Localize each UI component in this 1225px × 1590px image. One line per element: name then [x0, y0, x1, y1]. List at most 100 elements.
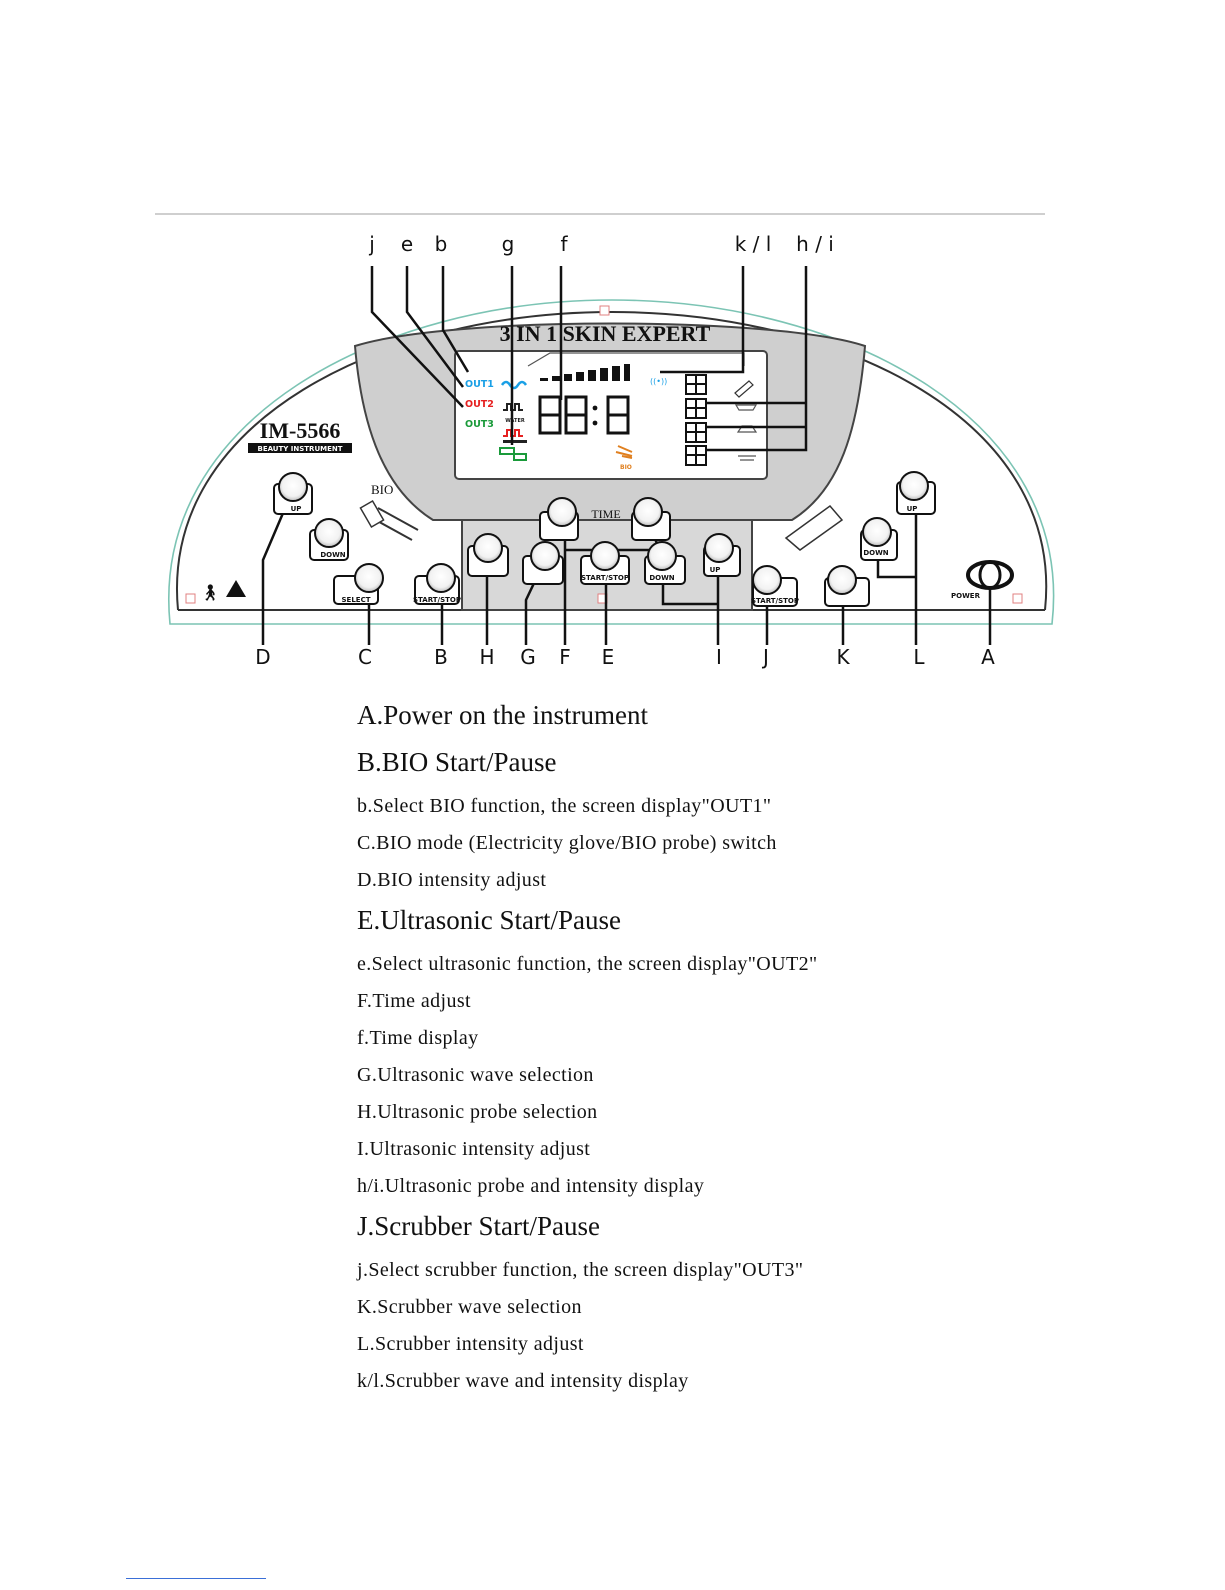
bio-probe-handle: [359, 499, 385, 529]
ultrasonic-up-button[interactable]: UP: [703, 533, 741, 577]
flat-probe-icon: [734, 404, 758, 411]
callout-E: E: [602, 645, 615, 669]
time-label: TIME: [591, 507, 620, 521]
warning-icon: [226, 580, 246, 597]
svg-text:UP: UP: [291, 505, 302, 513]
description-item: K.Scrubber wave selection: [357, 1296, 582, 1318]
callout-k-l: k / l: [735, 232, 772, 256]
power-button[interactable]: [966, 560, 1014, 590]
callout-b: b: [435, 232, 448, 256]
svg-text:UP: UP: [907, 505, 918, 513]
sound-icon: ((•)): [650, 377, 667, 386]
callout-H: H: [479, 645, 494, 669]
callout-g: g: [502, 232, 515, 256]
lcd-mode-bar: [503, 440, 527, 443]
description-item: G.Ultrasonic wave selection: [357, 1064, 594, 1086]
scrubber-wave-button[interactable]: [824, 565, 870, 607]
bio-select-button[interactable]: SELECT: [333, 563, 384, 605]
description-item: e.Select ultrasonic function, the screen…: [357, 953, 818, 975]
corner-marker: [599, 305, 610, 316]
lcd-water-label: WATER: [505, 418, 525, 424]
description-item: E.Ultrasonic Start/Pause: [357, 905, 621, 935]
lcd-time-value: 88:88: [595, 441, 598, 443]
lcd-segment-column: [685, 374, 707, 466]
ultrasonic-start-stop-button[interactable]: START/STOP: [580, 541, 630, 585]
colon-dot: [592, 405, 598, 411]
colon-dot: [592, 420, 598, 426]
corner-marker: [1012, 593, 1023, 604]
bio-label: BIO: [371, 482, 393, 497]
svg-text:START/STOP: START/STOP: [413, 596, 461, 604]
callout-A: A: [981, 645, 995, 669]
description-item: I.Ultrasonic intensity adjust: [357, 1138, 591, 1160]
description-item: B.BIO Start/Pause: [357, 747, 557, 777]
buttons: UP DOWN SELECT START/STOP: [273, 471, 936, 607]
callout-h-i: h / i: [796, 232, 834, 256]
description-item: C.BIO mode (Electricity glove/BIO probe)…: [357, 832, 777, 854]
lcd-bio-label: BIO: [620, 464, 632, 471]
lcd-out1-label: OUT1: [465, 379, 494, 390]
description-item: j.Select scrubber function, the screen d…: [357, 1259, 804, 1281]
bio-up-button[interactable]: UP: [273, 472, 313, 515]
model-name: IM-5566: [260, 418, 341, 443]
scrubber-up-button[interactable]: UP: [896, 471, 936, 515]
description-item: H.Ultrasonic probe selection: [357, 1101, 598, 1123]
scrubber-probe-icon: [734, 380, 754, 398]
description-item: J.Scrubber Start/Pause: [357, 1211, 600, 1241]
wave-icon: [500, 380, 528, 390]
svg-text:DOWN: DOWN: [863, 549, 888, 557]
ultrasonic-probe-button[interactable]: [467, 533, 509, 577]
description-item: L.Scrubber intensity adjust: [357, 1333, 584, 1355]
callout-C: C: [358, 645, 372, 669]
callout-B: B: [434, 645, 448, 669]
svg-text:SELECT: SELECT: [342, 596, 371, 604]
model-badge: [248, 443, 352, 453]
power-label: POWER: [951, 592, 981, 600]
svg-text:DOWN: DOWN: [320, 551, 345, 559]
callout-I: I: [716, 645, 722, 669]
description-item: A.Power on the instrument: [357, 700, 648, 730]
bio-hand-icon: [615, 445, 633, 459]
ultrasonic-wave-button[interactable]: [522, 541, 564, 585]
scrubber-down-button[interactable]: DOWN: [860, 517, 898, 561]
footer-rule: [126, 1578, 266, 1579]
description-item: b.Select BIO function, the screen displa…: [357, 795, 772, 817]
scrubber-handpiece-icon: [784, 504, 844, 551]
callout-F: F: [559, 645, 571, 669]
intensity-bars: [540, 364, 630, 381]
ultrasonic-down-button[interactable]: DOWN: [644, 541, 686, 585]
time-down-button[interactable]: [539, 497, 579, 541]
svg-text:DOWN: DOWN: [649, 574, 674, 582]
description-item: D.BIO intensity adjust: [357, 869, 547, 891]
callout-e: e: [401, 232, 413, 256]
callout-G: G: [520, 645, 536, 669]
callout-K: K: [836, 645, 850, 669]
description-item: F.Time adjust: [357, 990, 471, 1012]
callouts-bottom: D C B H G F E I J K L A: [255, 645, 995, 669]
person-icon: 🚶︎: [200, 583, 220, 602]
panel-title: 3 IN 1 SKIN EXPERT: [500, 321, 711, 346]
lcd-out3-label: OUT3: [465, 419, 494, 430]
panel-inner-edge: [175, 310, 1048, 611]
corner-marker: [185, 593, 196, 604]
description-item: h/i.Ultrasonic probe and intensity displ…: [357, 1175, 705, 1197]
callout-D: D: [255, 645, 270, 669]
scrubber-start-stop-button[interactable]: START/STOP: [751, 565, 799, 607]
bio-down-button[interactable]: DOWN: [309, 518, 349, 561]
model-subtitle: BEAUTY INSTRUMENT: [257, 445, 342, 453]
lcd-out2-label: OUT2: [465, 399, 494, 410]
bio-start-stop-button[interactable]: START/STOP: [413, 563, 461, 605]
lcd-time-display: [538, 395, 630, 435]
callouts-top: j e b g f k / l h / i: [368, 232, 834, 256]
svg-text:START/STOP: START/STOP: [751, 597, 799, 605]
callout-L: L: [913, 645, 925, 669]
svg-text:UP: UP: [710, 566, 721, 574]
callout-J: J: [761, 645, 769, 669]
callout-j: j: [368, 232, 375, 256]
pattern-icon: [499, 447, 527, 461]
callout-f: f: [560, 232, 568, 256]
time-up-button[interactable]: [631, 497, 671, 541]
